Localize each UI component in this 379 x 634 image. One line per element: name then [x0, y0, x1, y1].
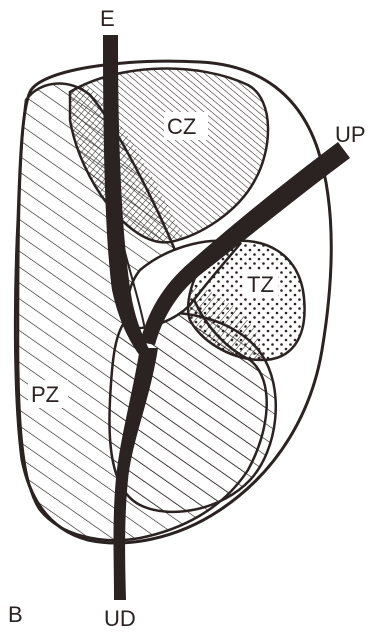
label-proximal-urethra: UP: [335, 122, 366, 147]
label-ejaculatory-duct: E: [100, 6, 115, 31]
label-peripheral-zone: PZ: [31, 382, 59, 407]
label-distal-urethra: UD: [104, 606, 136, 631]
label-transition-zone: TZ: [247, 272, 274, 297]
panel-letter: B: [8, 602, 23, 627]
label-central-zone: CZ: [167, 114, 196, 139]
